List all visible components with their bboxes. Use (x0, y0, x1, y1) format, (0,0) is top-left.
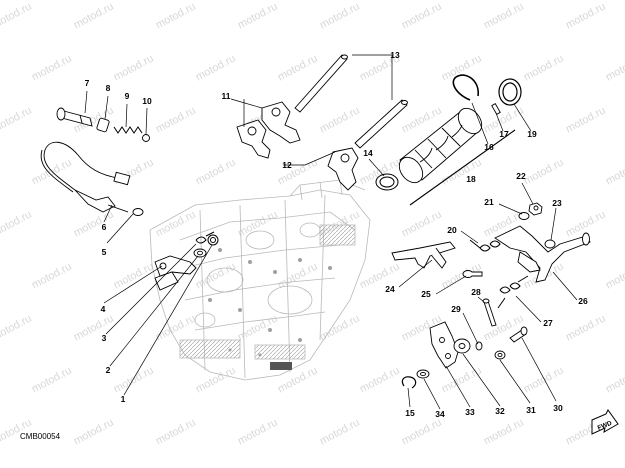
part-7-sleeve (56, 107, 93, 127)
part-28-pin (482, 298, 497, 327)
label-part-15: 15 (405, 408, 415, 418)
part-16-snap-ring (452, 74, 479, 101)
label-part-33: 33 (465, 407, 475, 417)
label-part-8: 8 (106, 83, 111, 93)
label-part-14: 14 (363, 148, 373, 158)
engine-block-details (208, 248, 332, 370)
label-part-16: 16 (484, 142, 494, 152)
label-part-11: 11 (222, 91, 231, 101)
part-19-bearing (498, 78, 522, 106)
label-part-3: 3 (102, 333, 107, 343)
label-part-23: 23 (552, 198, 562, 208)
part-21-washer (518, 212, 530, 220)
label-part-27: 27 (543, 318, 553, 328)
part-27-spring (497, 275, 529, 309)
part-34-washer (416, 369, 430, 379)
label-part-4: 4 (101, 304, 106, 314)
part-number-labels: 7 8 9 10 11 12 13 14 16 17 18 19 22 21 2… (85, 50, 588, 419)
label-part-29: 29 (451, 304, 461, 314)
part-2-washer (193, 248, 207, 258)
label-part-32: 32 (495, 406, 505, 416)
part-13-fork-shafts (294, 54, 408, 149)
part-31-washer (494, 350, 506, 360)
part-12-shift-fork (327, 147, 359, 191)
part-33-plate (429, 321, 459, 369)
part-18-leader-bar (409, 129, 516, 206)
label-part-34: 34 (435, 409, 445, 419)
part-14-bearing (375, 173, 399, 191)
part-10-ball (142, 134, 150, 142)
part-4-lever (154, 255, 197, 291)
diagram-code: CMB00054 (20, 432, 61, 441)
part-9-spring (113, 126, 143, 134)
engine-block (149, 179, 371, 381)
label-part-24: 24 (385, 284, 395, 294)
part-11-shift-forks (236, 101, 301, 159)
label-part-5: 5 (102, 247, 107, 257)
label-part-21: 21 (484, 197, 494, 207)
label-part-25: 25 (421, 289, 431, 299)
label-part-28: 28 (471, 287, 481, 297)
part-23-washer (544, 239, 556, 249)
part-30-bolt (509, 326, 528, 343)
fwd-arrow-icon: FWD (591, 409, 619, 435)
part-24-stopper-lever (391, 241, 456, 269)
part-17-pin (491, 103, 501, 115)
label-part-22: 22 (516, 171, 526, 181)
label-part-18: 18 (466, 174, 476, 184)
part-26-shift-shaft (494, 225, 591, 283)
part-25-bolt (462, 270, 483, 278)
part-22-nut (528, 202, 543, 216)
part-20-spring (469, 239, 501, 252)
label-part-1: 1 (121, 394, 126, 404)
label-part-10: 10 (142, 96, 152, 106)
part-3-spring (195, 231, 215, 244)
label-part-9: 9 (125, 91, 130, 101)
label-part-19: 19 (527, 129, 537, 139)
label-part-31: 31 (526, 405, 536, 415)
leader-lines (84, 54, 578, 410)
part-32-roller (453, 338, 471, 354)
label-part-30: 30 (553, 403, 563, 413)
part-29-collar (475, 341, 483, 351)
part-6-sensor-cable (40, 141, 131, 213)
part-5-washer (132, 208, 144, 216)
label-part-13: 13 (390, 50, 400, 60)
label-part-17: 17 (499, 129, 509, 139)
label-part-26: 26 (578, 296, 588, 306)
label-part-7: 7 (85, 78, 90, 88)
part-15-circlip (401, 376, 417, 389)
label-part-2: 2 (106, 365, 111, 375)
part-8-bushing (96, 117, 110, 133)
part-1-seal (207, 234, 219, 246)
part-18-shift-drum (398, 107, 483, 184)
label-part-6: 6 (102, 222, 107, 232)
label-part-12: 12 (282, 160, 292, 170)
label-part-20: 20 (447, 225, 457, 235)
